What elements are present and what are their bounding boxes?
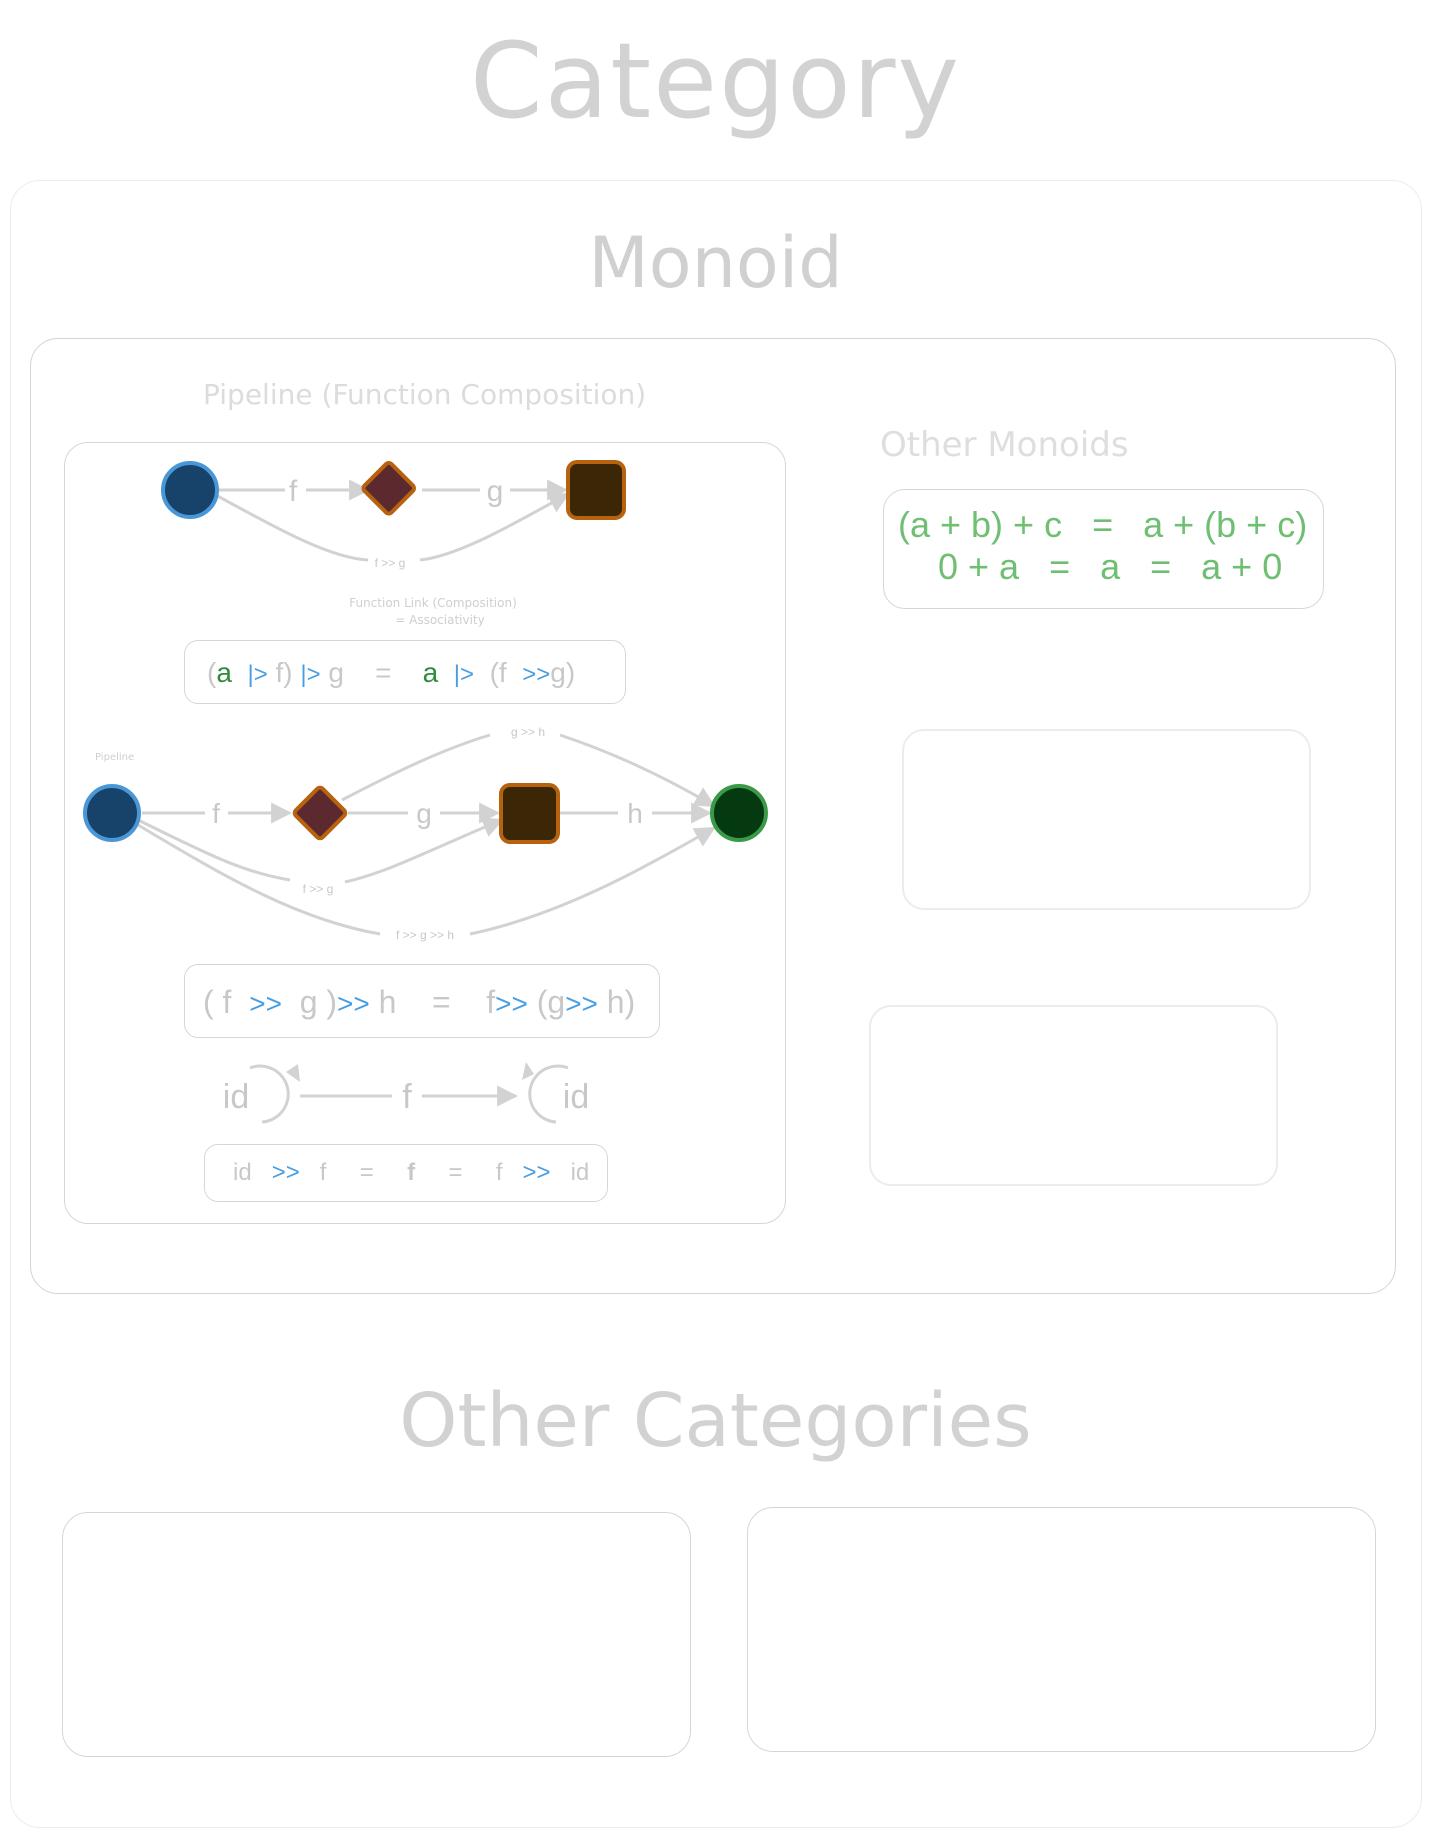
fa-t6: h) (606, 984, 636, 1020)
diagram-identity: id f id (223, 1062, 589, 1124)
edge-fgh-label: f >> g >> h (396, 928, 454, 942)
diagram-composition: f g f >> g Function Link (Composition) =… (161, 460, 626, 627)
fa-op3: >> (495, 988, 528, 1019)
monoid-assoc-formula: (a + b) + c = a + (b + c) (898, 504, 1308, 545)
edge2-fg-label: f >> g (303, 882, 334, 896)
formula-identity: id >> f = f = f >> id (233, 1159, 589, 1187)
formula-identity-box (204, 1144, 608, 1202)
fa-t2: g ) (299, 984, 338, 1020)
page-title: Category (469, 20, 962, 142)
pipeline-box (64, 442, 786, 1224)
pipeline-label: Pipeline (95, 752, 134, 763)
fi-t3: f (407, 1159, 416, 1186)
fi-t4: f (495, 1159, 503, 1186)
other-monoids-formula-box (883, 489, 1324, 609)
edge-gh-label: g >> h (511, 725, 545, 739)
id-right-label: id (563, 1078, 589, 1116)
fp-op4: >> (522, 661, 551, 688)
node2-c-square (499, 783, 560, 844)
monoid-box (30, 338, 1396, 1294)
edge-fgh-curve (137, 825, 714, 936)
edge-g-label: g (487, 475, 504, 508)
fp-f2: (f (489, 657, 507, 688)
edge2-h-label: h (627, 798, 643, 829)
empty-monoid-card-2 (869, 1005, 1278, 1186)
fa-t3: h (378, 984, 397, 1020)
id-right-arrowhead (522, 1062, 534, 1080)
fp-op1: |> (247, 661, 268, 688)
fp-op2: |> (300, 661, 321, 688)
other-categories-title: Other Categories (399, 1378, 1032, 1464)
fp-a1: a (216, 657, 232, 688)
caption-line-1: Function Link (Composition) (349, 596, 517, 610)
caption-line-2: = Associativity (395, 613, 485, 627)
fp-paren: ( (207, 657, 217, 688)
edge-fg-curve (213, 494, 568, 562)
fa-op1: >> (249, 988, 282, 1019)
pipeline-section-title: Pipeline (Function Composition) (203, 378, 647, 411)
fi-t2: f (319, 1159, 327, 1186)
fp-g2: g) (550, 657, 576, 688)
edge-gh-curve (341, 733, 714, 806)
node2-b-diamond (292, 785, 348, 841)
node-b-diamond (361, 461, 416, 516)
fa-op2: >> (337, 988, 370, 1019)
fa-op4: >> (565, 988, 598, 1019)
edge2-fg-curve (137, 820, 502, 884)
fi-eq2: = (448, 1159, 463, 1186)
fi-op2: >> (522, 1159, 551, 1186)
fi-t5: id (570, 1159, 590, 1186)
id-right-loop (528, 1064, 569, 1124)
edge-f-label: f (289, 475, 298, 508)
edge3-f-label: f (402, 1078, 412, 1116)
other-monoids-title: Other Monoids (880, 425, 1129, 465)
fp-eq: = (375, 657, 392, 688)
node2-d-circle (710, 784, 768, 842)
edge2-g-label: g (416, 798, 432, 829)
monoid-title: Monoid (588, 222, 843, 304)
edge2-f-label: f (212, 798, 220, 829)
formula-pipe: (a |> f) |> g = a |> (f >>g) (207, 657, 575, 689)
fi-eq1: = (359, 1159, 374, 1186)
diagram-associativity: Pipeline f g h g >> h f >> g f >> g >> h (83, 725, 768, 942)
empty-monoid-card-1 (902, 729, 1311, 910)
edge-fg-label: f >> g (375, 556, 406, 570)
fa-eq: = (432, 984, 451, 1020)
id-left-arrowhead (286, 1064, 300, 1082)
node-c-square (566, 460, 626, 520)
fp-f1: f) (275, 657, 293, 688)
formula-assoc-box (184, 964, 660, 1038)
category-container (10, 180, 1422, 1828)
id-left-label: id (223, 1078, 249, 1116)
formula-assoc: ( f >> g )>> h = f>> (g>> h) (203, 984, 635, 1021)
formula-pipe-box (184, 640, 626, 704)
node2-a-circle (83, 784, 141, 842)
monoid-identity-formula: 0 + a = a = a + 0 (938, 546, 1283, 587)
empty-category-card-1 (62, 1512, 691, 1757)
fi-t1: id (233, 1159, 252, 1186)
fa-t4: f (486, 984, 496, 1020)
fa-t5: (g (536, 984, 566, 1020)
fi-op1: >> (271, 1159, 300, 1186)
fp-g1: g (328, 657, 344, 688)
node-a-circle (161, 461, 219, 519)
fp-a2: a (422, 657, 439, 688)
empty-category-card-2 (747, 1507, 1376, 1752)
id-left-loop (249, 1064, 290, 1124)
fa-t1: ( f (203, 984, 232, 1020)
fp-op3: |> (453, 661, 474, 688)
